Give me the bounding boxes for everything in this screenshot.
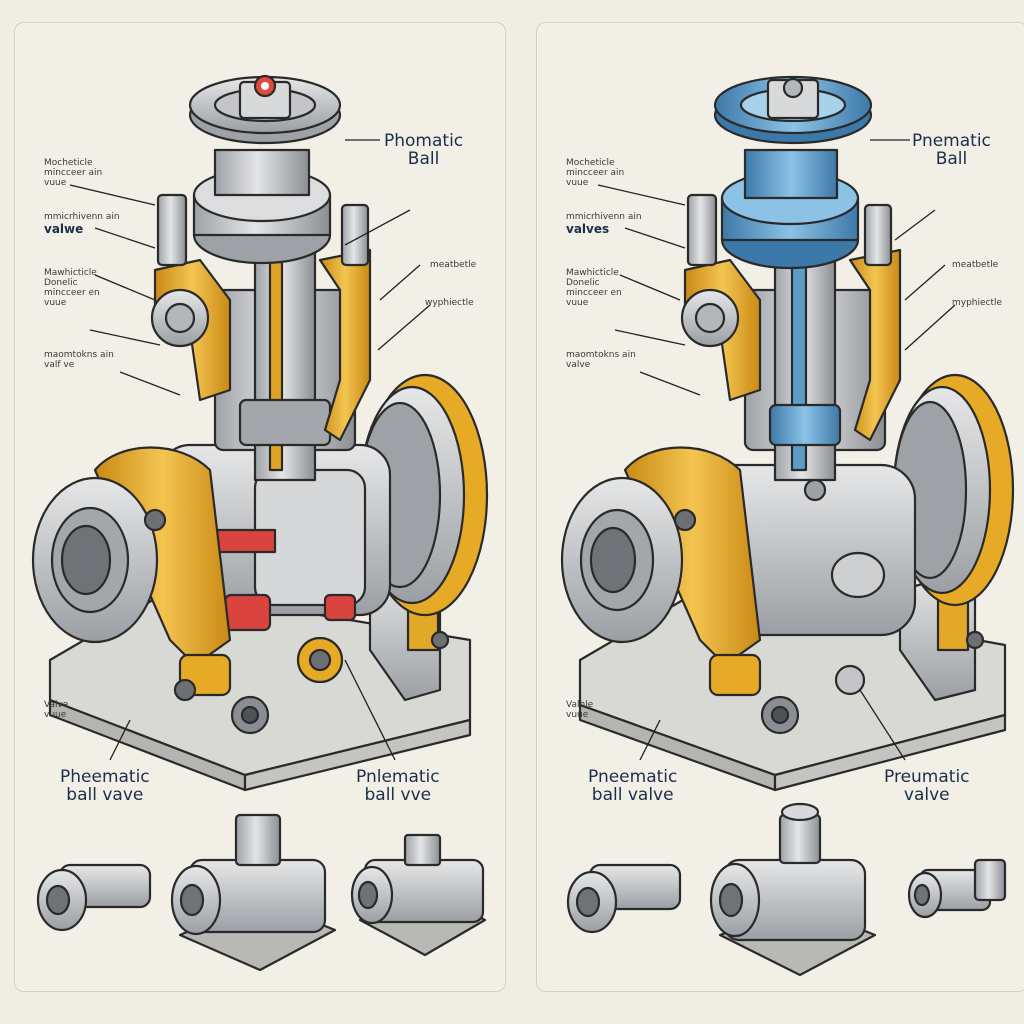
left-caption-2: Pnlematic ball vve	[356, 767, 440, 805]
left-fitting-valve	[350, 833, 487, 957]
right-right-label-2: myphiectle	[952, 298, 1003, 308]
left-fitting-coupler	[36, 863, 152, 932]
right-main-valve	[560, 75, 1015, 792]
right-bottom-small-label: Valhle vuue	[566, 700, 594, 720]
left-side-label-3: Mawhicticle Donelic mincceer en vuue	[44, 268, 100, 308]
right-caption-2: Preumatic valve	[884, 767, 970, 805]
right-side-label-4: maomtokns ain valve	[566, 350, 636, 370]
left-right-label-1: meatbetle	[430, 260, 477, 270]
right-leader-lines	[597, 139, 956, 761]
right-side-label-2: mmicrhivenn ain valves	[566, 212, 642, 236]
right-side-label-3: Mawhicticle Donelic mincceer en vuue	[566, 268, 622, 308]
right-caption-1: Pneematic ball valve	[588, 767, 678, 805]
left-caption-1: Pheematic ball vave	[60, 767, 150, 805]
left-title-label: Phomatic Ball	[384, 131, 464, 169]
left-side-label-4: maomtokns ain valf ve	[44, 350, 114, 370]
right-title-label: Pnematic Ball	[912, 131, 991, 169]
right-fitting-nipple	[907, 858, 1007, 919]
right-side-label-1: Mocheticle mincceer ain vuue	[566, 158, 625, 188]
left-leader-lines	[69, 139, 431, 761]
left-bottom-small-label: Valve vuue	[44, 700, 69, 720]
left-side-label-2: mmicrhivenn ain valwe	[44, 212, 120, 236]
left-right-label-2: wyphiectle	[425, 298, 474, 308]
left-main-valve	[31, 74, 489, 792]
right-fitting-valve	[709, 802, 877, 977]
left-side-label-1: Mocheticle mincceer ain vuue	[44, 158, 103, 188]
left-fitting-tee	[170, 813, 337, 972]
right-fitting-coupler	[566, 863, 682, 934]
right-right-label-1: meatbetle	[952, 260, 999, 270]
